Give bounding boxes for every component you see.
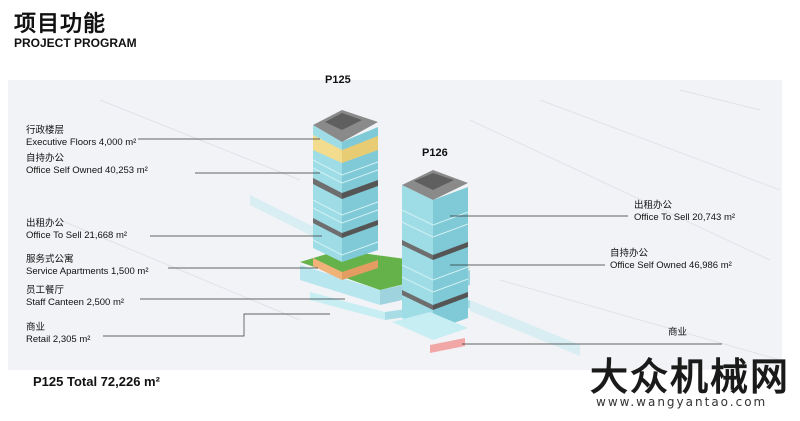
label-en: Office Self Owned 46,986 m² <box>610 260 732 271</box>
label-en: Office To Sell 20,743 m² <box>634 212 736 223</box>
tower-label-p125: P125 <box>325 74 351 86</box>
street-grid <box>59 89 781 361</box>
page-title-en: PROJECT PROGRAM <box>14 36 137 50</box>
label-staff-canteen: 员工餐厅 Staff Canteen 2,500 m² <box>26 285 124 309</box>
leader-lines <box>103 138 722 345</box>
label-cn: 商业 <box>26 322 46 333</box>
label-office-to-sell-p126: 出租办公 Office To Sell 20,743 m² <box>634 200 735 224</box>
label-cn: 服务式公寓 <box>26 254 74 265</box>
label-retail-p125: 商业 Retail 2,305 m² <box>26 322 90 346</box>
label-cn: 出租办公 <box>26 218 65 229</box>
label-cn: 自持办公 <box>610 248 649 259</box>
label-cn: 员工餐厅 <box>26 285 65 296</box>
label-service-apartments: 服务式公寓 Service Apartments 1,500 m² <box>26 254 149 278</box>
label-cn: 行政楼层 <box>26 125 65 136</box>
label-en: Retail 2,305 m² <box>26 334 91 345</box>
tower-p126 <box>392 170 469 340</box>
label-cn: 出租办公 <box>634 200 673 211</box>
p125-total: P125 Total 72,226 m² <box>33 374 160 389</box>
label-en: Office Self Owned 40,253 m² <box>26 165 148 176</box>
river-right <box>470 300 580 356</box>
label-office-self-owned-p125: 自持办公 Office Self Owned 40,253 m² <box>26 153 148 177</box>
label-cn: 商业 <box>668 327 688 338</box>
label-cn: 自持办公 <box>26 153 65 164</box>
label-en: Service Apartments 1,500 m² <box>26 266 149 277</box>
label-office-to-sell-p125: 出租办公 Office To Sell 21,668 m² <box>26 218 127 242</box>
label-en: Office To Sell 21,668 m² <box>26 230 128 241</box>
watermark-text: 大众机械网 <box>590 354 791 399</box>
label-en: Executive Floors 4,000 m² <box>26 137 137 148</box>
label-retail-p126: 商业 <box>668 327 687 339</box>
tower-p125 <box>312 110 379 280</box>
tower-label-p126: P126 <box>422 147 448 159</box>
watermark-url: www.wangyantao.com <box>596 395 768 409</box>
label-office-self-owned-p126: 自持办公 Office Self Owned 46,986 m² <box>610 248 732 272</box>
label-en: Staff Canteen 2,500 m² <box>26 297 125 308</box>
page-title-cn: 项目功能 <box>14 11 107 36</box>
label-executive-floors: 行政楼层 Executive Floors 4,000 m² <box>26 125 136 149</box>
